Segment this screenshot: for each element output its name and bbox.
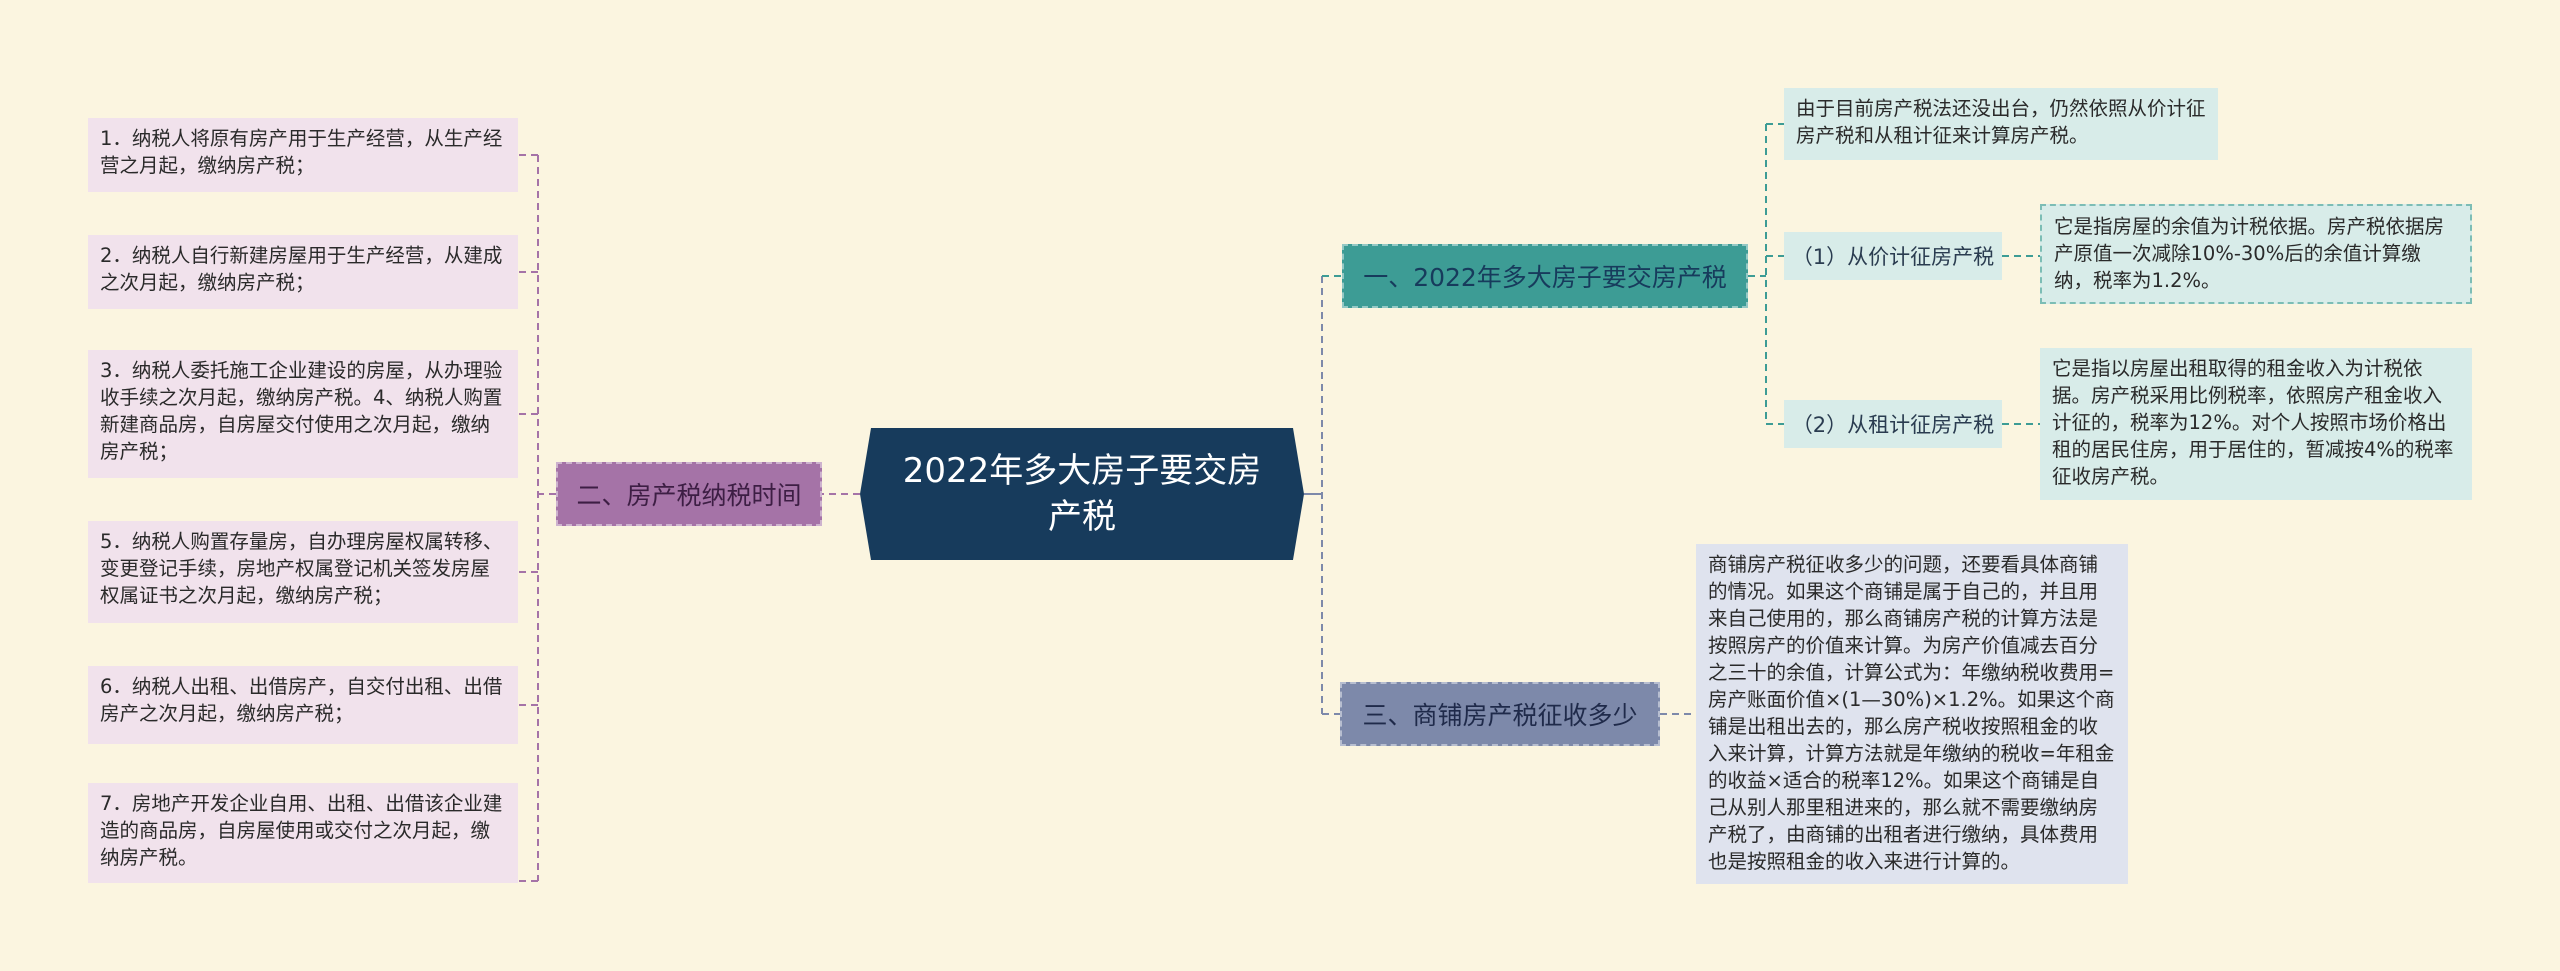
- time-item-3[interactable]: 3．纳税人委托施工企业建设的房屋，从办理验收手续之次月起，缴纳房产税。4、纳税人…: [88, 350, 518, 478]
- time-item-7-text: 7．房地产开发企业自用、出租、出借该企业建造的商品房，自房屋使用或交付之次月起，…: [100, 792, 503, 869]
- sub-node-2-label: （2）从租计征房产税: [1791, 413, 1995, 437]
- time-item-2[interactable]: 2．纳税人自行新建房屋用于生产经营，从建成之次月起，缴纳房产税；: [88, 235, 518, 309]
- branch-1-intro-text: 由于目前房产税法还没出台，仍然依照从价计征房产税和从租计征来计算房产税。: [1796, 97, 2206, 147]
- sub-node-1-label: （1）从价计征房产税: [1791, 245, 1995, 269]
- sub-node-1-detail-text: 它是指房屋的余值为计税依据。房产税依据房产原值一次减除10%-30%后的余值计算…: [2054, 215, 2445, 292]
- sub-node-1-detail[interactable]: 它是指房屋的余值为计税依据。房产税依据房产原值一次减除10%-30%后的余值计算…: [2040, 204, 2472, 304]
- time-item-7[interactable]: 7．房地产开发企业自用、出租、出借该企业建造的商品房，自房屋使用或交付之次月起，…: [88, 783, 518, 883]
- sub-node-2-detail[interactable]: 它是指以房屋出租取得的租金收入为计税依据。房产税采用比例税率，依照房产租金收入计…: [2040, 348, 2472, 500]
- time-item-2-text: 2．纳税人自行新建房屋用于生产经营，从建成之次月起，缴纳房产税；: [100, 244, 503, 294]
- time-item-1[interactable]: 1．纳税人将原有房产用于生产经营，从生产经营之月起，缴纳房产税；: [88, 118, 518, 192]
- time-item-1-text: 1．纳税人将原有房产用于生产经营，从生产经营之月起，缴纳房产税；: [100, 127, 503, 177]
- sub-node-2-detail-text: 它是指以房屋出租取得的租金收入为计税依据。房产税采用比例税率，依照房产租金收入计…: [2052, 357, 2454, 488]
- branch-3-detail-text: 商铺房产税征收多少的问题，还要看具体商铺的情况。如果这个商铺是属于自己的，并且用…: [1708, 553, 2115, 873]
- root-node[interactable]: 2022年多大房子要交房产税: [860, 428, 1304, 560]
- branch-2-label: 二、房产税纳税时间: [576, 481, 802, 510]
- time-item-5[interactable]: 5．纳税人购置存量房，自办理房屋权属转移、变更登记手续，房地产权属登记机关签发房…: [88, 521, 518, 623]
- sub-node-1[interactable]: （1）从价计征房产税: [1784, 232, 2002, 280]
- branch-1-intro[interactable]: 由于目前房产税法还没出台，仍然依照从价计征房产税和从租计征来计算房产税。: [1784, 88, 2218, 160]
- root-title: 2022年多大房子要交房产税: [902, 451, 1262, 537]
- sub-node-2[interactable]: （2）从租计征房产税: [1784, 400, 2002, 448]
- branch-node-3[interactable]: 三、商铺房产税征收多少: [1340, 682, 1660, 746]
- time-item-5-text: 5．纳税人购置存量房，自办理房屋权属转移、变更登记手续，房地产权属登记机关签发房…: [100, 530, 503, 607]
- time-item-6[interactable]: 6．纳税人出租、出借房产，自交付出租、出借房产之次月起，缴纳房产税；: [88, 666, 518, 744]
- time-item-6-text: 6．纳税人出租、出借房产，自交付出租、出借房产之次月起，缴纳房产税；: [100, 675, 503, 725]
- branch-node-2[interactable]: 二、房产税纳税时间: [556, 462, 822, 526]
- branch-3-label: 三、商铺房产税征收多少: [1362, 701, 1638, 730]
- branch-node-1[interactable]: 一、2022年多大房子要交房产税: [1342, 244, 1748, 308]
- branch-3-detail[interactable]: 商铺房产税征收多少的问题，还要看具体商铺的情况。如果这个商铺是属于自己的，并且用…: [1696, 544, 2128, 884]
- branch-1-label: 一、2022年多大房子要交房产税: [1363, 263, 1727, 292]
- time-item-3-text: 3．纳税人委托施工企业建设的房屋，从办理验收手续之次月起，缴纳房产税。4、纳税人…: [100, 359, 503, 463]
